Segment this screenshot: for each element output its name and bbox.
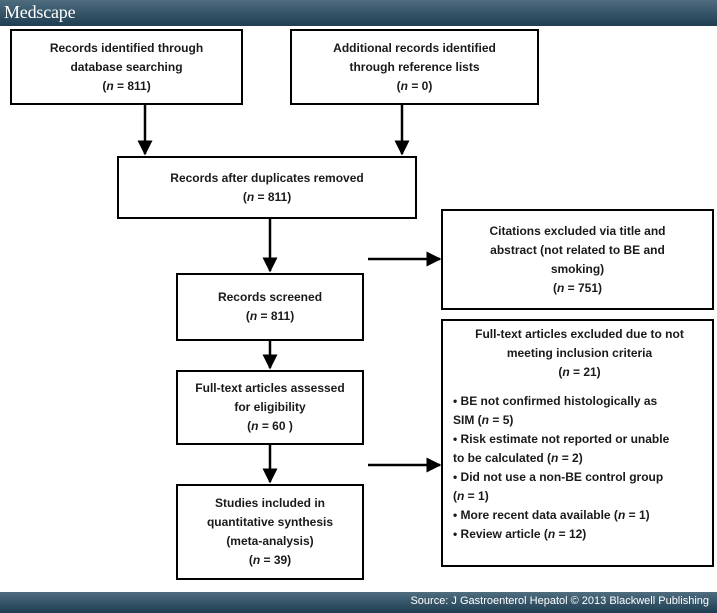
box-studies-included: Studies included in quantitative synthes… [176,484,364,580]
box-additional-records: Additional records identified through re… [290,29,539,105]
exclusion-reason-review-article: • Review article (n = 12) [453,527,587,541]
exclusion-reason-not-confirmed: • BE not confirmed histologically as SIM… [453,394,658,427]
medscape-logo: Medscape [4,2,76,22]
exclusion-reason-risk-estimate: • Risk estimate not reported or unable t… [453,432,670,465]
header-bar: Medscape [0,0,717,26]
footer-bar: Source: J Gastroenterol Hepatol © 2013 B… [0,592,717,613]
box-fulltext-excluded: Full-text articles excluded due to not m… [441,319,714,567]
box-records-screened: Records screened (n = 811) [176,273,364,341]
source-credit: Source: J Gastroenterol Hepatol © 2013 B… [410,595,709,607]
exclusion-reason-recent-data: • More recent data available (n = 1) [453,508,650,522]
box-citations-excluded: Citations excluded via title and abstrac… [441,209,714,310]
exclusion-reason-control-group: • Did not use a non-BE control group (n … [453,470,664,503]
box-duplicates-removed: Records after duplicates removed (n = 81… [117,156,417,219]
box-records-identified: Records identified through database sear… [10,29,243,105]
box-fulltext-assessed: Full-text articles assessed for eligibil… [176,370,364,445]
